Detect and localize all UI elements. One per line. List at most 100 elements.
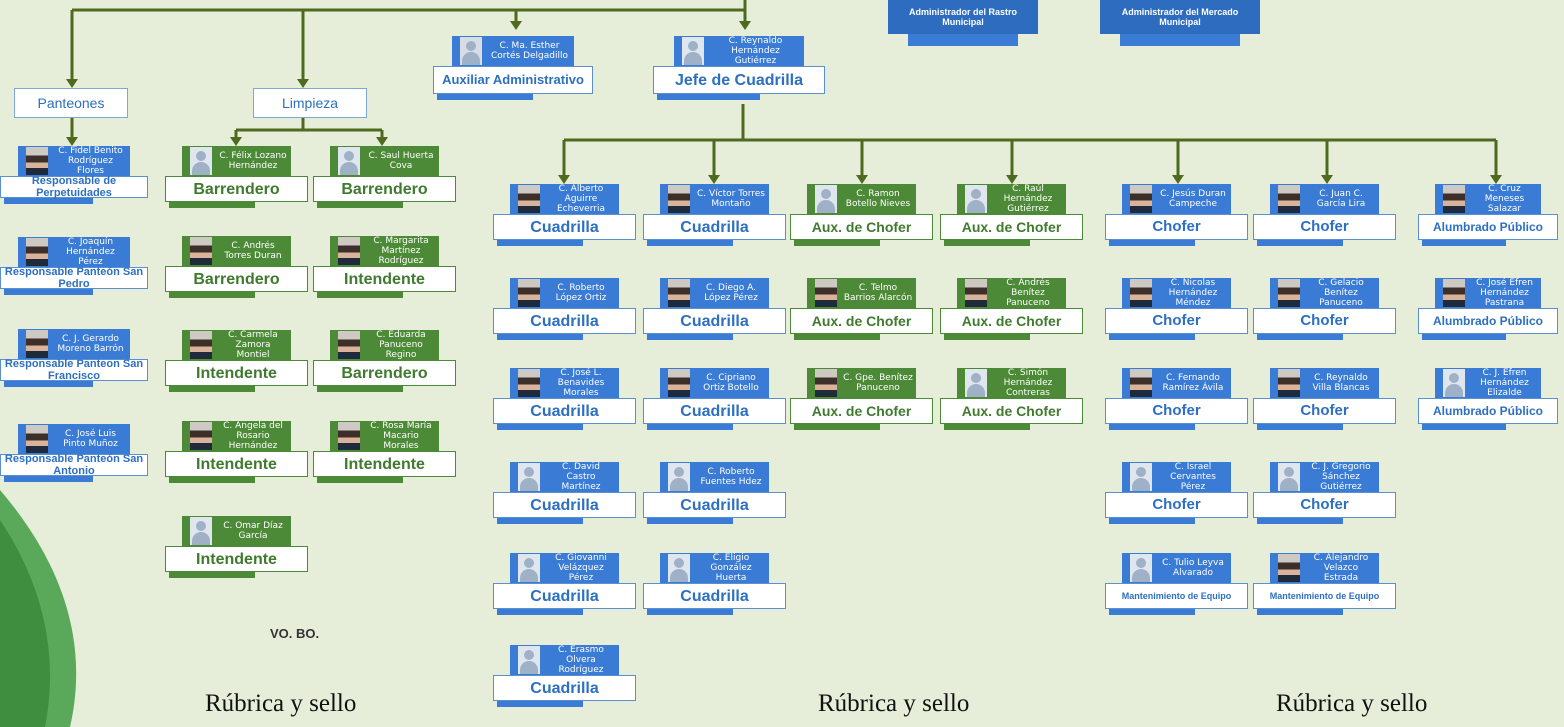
person-header: C. Gpe. Benítez Panuceno xyxy=(807,368,916,398)
role-underbar xyxy=(169,386,255,392)
person-photo xyxy=(668,369,691,397)
person-header: C. Cipriano Ortiz Botello xyxy=(660,368,769,398)
person-header: C. Roberto Fuentes Hdez xyxy=(660,462,769,492)
person-header: C. Juan C. García Lira xyxy=(1270,184,1379,214)
role-underbar xyxy=(1109,424,1195,430)
person-header: C. Rosa María Macario Morales xyxy=(330,421,439,451)
person-photo xyxy=(1130,369,1153,397)
person-header: C. Omar Díaz García xyxy=(182,516,291,546)
person-header: C. Erasmo Olvera Rodríguez xyxy=(510,645,619,675)
person-photo xyxy=(518,279,541,307)
person-role: Responsable Panteón San Antonio xyxy=(0,453,148,477)
admin-mercado-box: Administrador del Mercado Municipal xyxy=(1100,0,1260,34)
avatar-placeholder-icon xyxy=(668,463,691,491)
person-name: C. Giovanni Velázquez Pérez xyxy=(555,553,607,583)
person-header: C. J. Efren Hernández Elizalde xyxy=(1434,368,1542,398)
vobo-label: VO. BO. xyxy=(270,626,320,641)
person-header: C. David Castro Martínez xyxy=(510,462,619,492)
person-name: C. Gpe. Benítez Panuceno xyxy=(843,373,913,393)
person-role: Chofer xyxy=(1105,492,1248,518)
person-photo xyxy=(25,147,48,175)
avatar-placeholder-icon xyxy=(1442,369,1465,397)
person-header: C. Andrés Benítez Panuceno xyxy=(957,278,1066,308)
cuadrilla-arrow xyxy=(1006,175,1018,184)
avatar-placeholder-icon xyxy=(518,646,541,674)
role-underbar xyxy=(1257,609,1343,615)
person-role: Cuadrilla xyxy=(493,492,636,518)
role-underbar xyxy=(944,424,1030,430)
person-header: C. Carmela Zamora Montiel xyxy=(182,330,291,360)
person-photo xyxy=(815,369,838,397)
person-role: Aux. de Chofer xyxy=(940,214,1083,240)
person-role: Alumbrado Público xyxy=(1418,398,1558,424)
person-role: Mantenimiento de Equipo xyxy=(1253,583,1396,609)
role-underbar xyxy=(497,701,583,707)
person-name: C. Juan C. García Lira xyxy=(1316,189,1366,209)
person-header: C. Saul Huerta Cova xyxy=(330,146,439,176)
person-photo xyxy=(190,237,213,265)
person-role: Aux. de Chofer xyxy=(940,398,1083,424)
person-header: C. J. Gerardo Moreno Barrón xyxy=(17,329,131,359)
role-underbar xyxy=(4,476,93,482)
cuadrilla-arrow xyxy=(856,175,868,184)
person-header: C. Eduarda Panuceno Regino xyxy=(330,330,439,360)
person-role: Responsable Panteon San Francisco xyxy=(0,358,148,382)
role-underbar xyxy=(1109,609,1195,615)
person-role: Responsable Panteón San Pedro xyxy=(0,266,148,290)
avatar-placeholder-icon xyxy=(338,147,361,175)
person-name: C. Tulio Leyva Alvarado xyxy=(1162,558,1224,578)
person-header: C. Ramon Botello Nieves xyxy=(807,184,916,214)
person-name: C. Angela del Rosario Hernández xyxy=(223,421,283,451)
person-photo xyxy=(518,369,541,397)
cuadrilla-arrow xyxy=(1172,175,1184,184)
person-role: Alumbrado Público xyxy=(1418,308,1558,334)
cuadrilla-arrow xyxy=(1321,175,1333,184)
person-role: Jefe de Cuadrilla xyxy=(653,66,825,94)
role-underbar xyxy=(4,198,93,204)
person-role: Barrendero xyxy=(165,176,308,202)
role-underbar xyxy=(497,609,583,615)
person-role: Chofer xyxy=(1253,492,1396,518)
person-name: C. Ramon Botello Nieves xyxy=(845,189,911,209)
person-role: Responsable de Perpetuidades xyxy=(0,175,148,199)
arrow-head xyxy=(376,137,388,146)
person-role: Chofer xyxy=(1105,398,1248,424)
person-photo xyxy=(338,422,361,450)
person-name: C. Andrés Benítez Panuceno xyxy=(1006,278,1050,308)
person-header: C. Alejandro Velazco Estrada xyxy=(1270,553,1379,583)
person-photo xyxy=(815,279,838,307)
person-name: C. Félix Lozano Hernández xyxy=(219,151,287,171)
person-role: Mantenimiento de Equipo xyxy=(1105,583,1248,609)
role-underbar xyxy=(497,240,583,246)
person-name: C. J. Gregorio Sánchez Gutiérrez xyxy=(1311,462,1371,492)
person-photo xyxy=(460,37,483,65)
top-bus-arrow xyxy=(66,79,78,88)
role-underbar xyxy=(169,572,255,578)
role-underbar xyxy=(794,240,880,246)
person-role: Barrendero xyxy=(313,360,456,386)
person-header: C. Ma. Esther Cortés Delgadillo xyxy=(452,36,574,66)
person-name: C. J. Gerardo Moreno Barrón xyxy=(57,334,124,354)
avatar-placeholder-icon xyxy=(1130,463,1153,491)
person-photo xyxy=(338,331,361,359)
person-role: Aux. de Chofer xyxy=(940,308,1083,334)
person-name: C. Nicolas Hernández Méndez xyxy=(1168,278,1218,308)
person-role: Cuadrilla xyxy=(493,583,636,609)
person-name: C. Fidel Benito Rodríguez Flores xyxy=(58,146,123,176)
person-header: C. Alberto Aguirre Echeverria xyxy=(510,184,619,214)
